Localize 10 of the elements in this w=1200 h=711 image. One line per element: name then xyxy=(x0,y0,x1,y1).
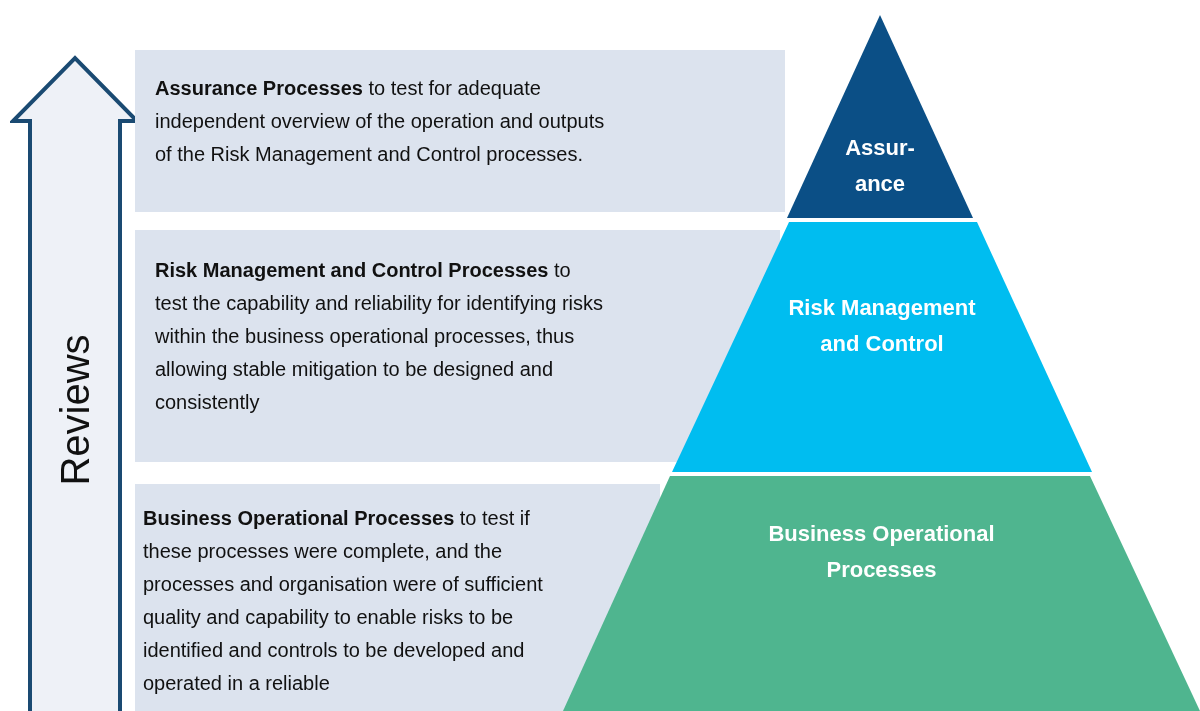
tier-label: Assur- ance xyxy=(844,134,916,198)
text-panel xyxy=(135,484,660,711)
tier-label: Risk Management and Control xyxy=(787,294,977,358)
description-text: Assurance Processes to test for adequate independent overview of the operation and outputs of the Risk Management and Control processes. xyxy=(155,76,605,167)
text-panel xyxy=(135,230,780,462)
description-text: Risk Management and Control Processes to test the capability and reliability for identifying risks within the business operational processes, thus allowing stable mitigation to be designed and consistently xyxy=(155,258,604,415)
text-panel xyxy=(135,50,785,212)
description-text: Business Operational Processes to test if these processes were complete, and the processes and organisation were of sufficient quality and capability to enable risks to be identified and controls to be developed and operated in a reliable xyxy=(143,506,544,696)
arrow-label: Reviews xyxy=(52,334,98,486)
tier-label: Business Operational Processes xyxy=(767,520,996,584)
